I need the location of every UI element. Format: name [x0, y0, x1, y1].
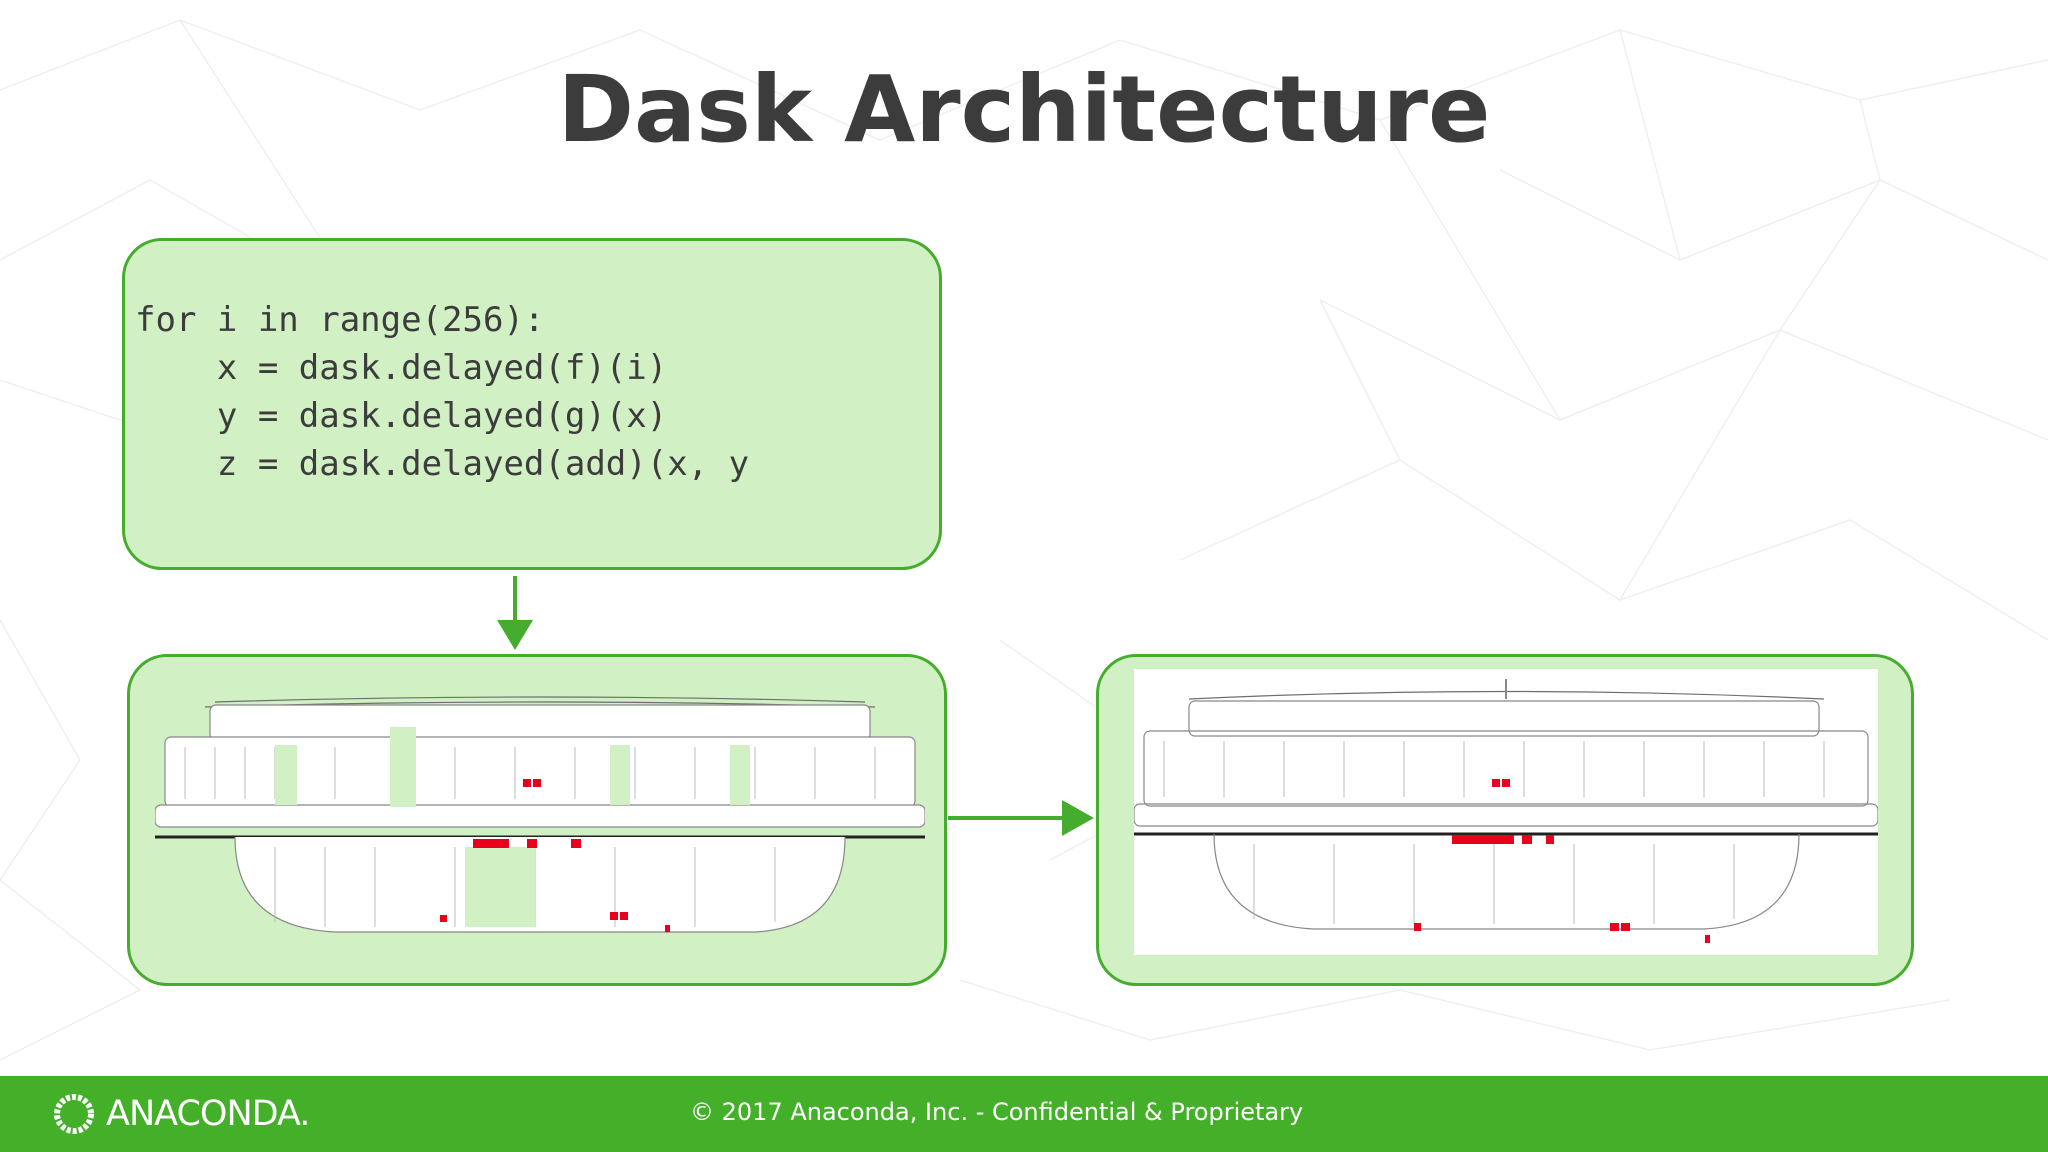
arrow-right-icon	[948, 800, 1094, 836]
task-graph-panel-executed	[1096, 654, 1914, 986]
task-graph-icon	[155, 696, 925, 933]
arrow-down-icon	[497, 576, 533, 650]
copyright-notice: © 2017 Anaconda, Inc. - Confidential & P…	[690, 1098, 1304, 1126]
brand-name: ANACONDA.	[106, 1094, 310, 1134]
code-block: for i in range(256): x = dask.delayed(f)…	[122, 238, 942, 570]
anaconda-logo-icon	[54, 1094, 94, 1134]
task-graph-panel	[127, 654, 947, 986]
slide-title: Dask Architecture	[557, 56, 1491, 163]
anaconda-logo: ANACONDA.	[50, 1090, 310, 1138]
footer-bar: ANACONDA. © 2017 Anaconda, Inc. - Confid…	[0, 1076, 2048, 1152]
code-snippet: for i in range(256): x = dask.delayed(f)…	[135, 300, 750, 484]
task-graph-icon	[1134, 669, 1878, 955]
